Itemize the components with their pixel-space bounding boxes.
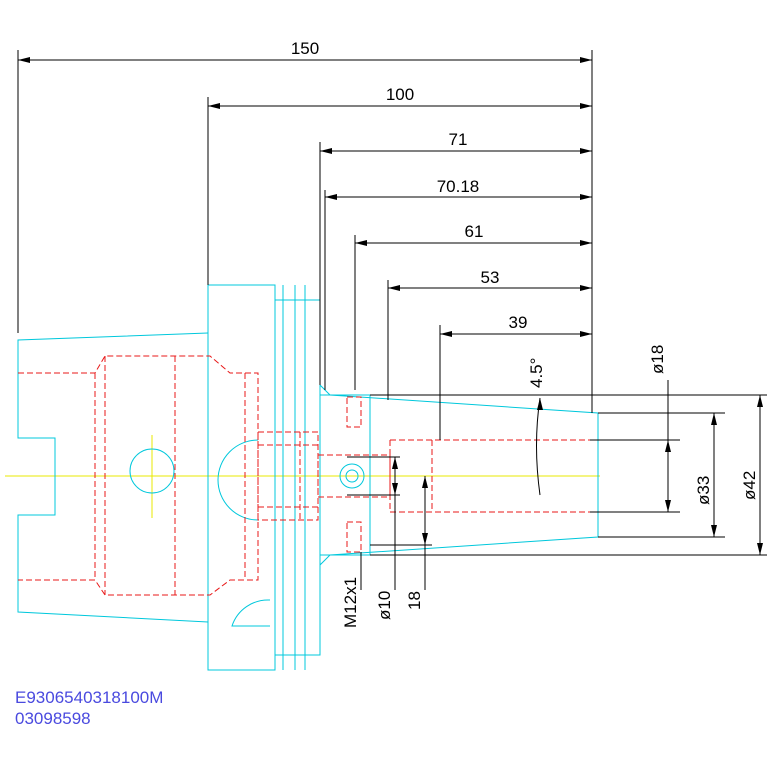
dim-dia18: ø18	[648, 345, 667, 374]
part-number: E9306540318100M	[15, 688, 163, 707]
dim-dia42: ø42	[740, 471, 759, 500]
hidden-lines	[18, 355, 590, 596]
dim-dia33: ø33	[694, 476, 713, 505]
centerlines	[5, 435, 600, 518]
dim-100: 100	[386, 85, 414, 104]
dim-thread: M12x1	[341, 577, 360, 628]
dim-61: 61	[465, 222, 484, 241]
part-code: 03098598	[15, 709, 91, 728]
dim-len18: 18	[405, 591, 424, 610]
dim-53: 53	[481, 268, 500, 287]
dimension-lines	[17, 50, 767, 590]
dim-150: 150	[291, 39, 319, 58]
dim-70-18: 70.18	[437, 177, 480, 196]
dim-dia10: ø10	[375, 591, 394, 620]
dim-71: 71	[449, 130, 468, 149]
tool-holder-outline	[17, 284, 599, 671]
dim-angle: 4.5°	[527, 358, 546, 388]
dim-39: 39	[509, 313, 528, 332]
